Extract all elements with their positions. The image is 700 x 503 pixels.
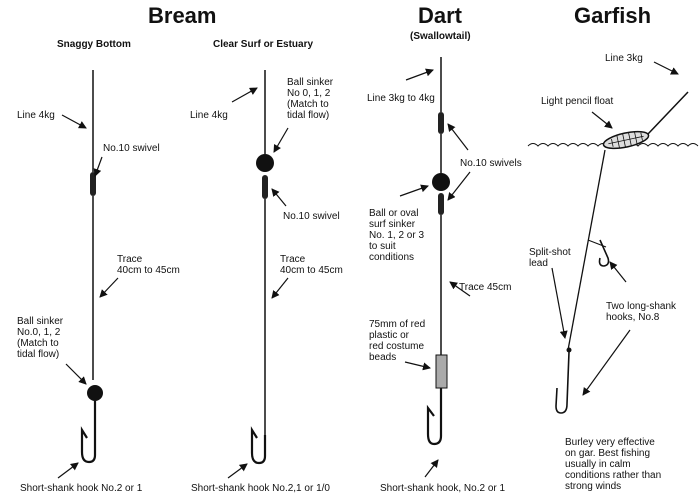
dart-title: Dart [418, 3, 463, 28]
garfish-leader [567, 149, 606, 351]
dart-swivel-upper [438, 112, 444, 134]
arrow-dart-sinker [399, 184, 429, 197]
arrow-dart-beads [404, 361, 431, 371]
arrow-snaggy-hook [57, 462, 79, 479]
bream-snaggy-hook [80, 401, 97, 464]
bream-snaggy-heading: Snaggy Bottom [57, 39, 131, 50]
arrow-dart-swivel-upper [447, 123, 469, 151]
garfish-hook-lower [555, 351, 570, 414]
bream-clear-hook [250, 426, 267, 465]
bream-snaggy-swivel-label: No.10 swivel [103, 143, 160, 154]
arrow-clear-trace [271, 277, 289, 299]
garfish-hooks-label: Two long-shank hooks, No.8 [606, 301, 677, 323]
arrow-dart-line [405, 68, 434, 81]
dart-sinker-label: Ball or oval surf sinker No. 1, 2 or 3 t… [369, 208, 425, 263]
split-shot [566, 347, 572, 353]
garfish-title: Garfish [574, 3, 652, 28]
bream-clear-line-label: Line 4kg [190, 110, 228, 121]
bream-clear-heading: Clear Surf or Estuary [213, 39, 314, 50]
arrow-garfish-shot [551, 267, 568, 339]
arrow-dart-trace [449, 281, 471, 297]
bream-snaggy-trace-label: Trace 40cm to 45cm [117, 254, 180, 276]
bream-title: Bream [148, 3, 217, 28]
arrow-dart-swivel-lower [447, 171, 471, 201]
bream-snaggy-rig [57, 70, 119, 479]
bream-snaggy-line-label: Line 4kg [17, 110, 55, 121]
bream-snaggy-sinker [87, 385, 103, 401]
dart-line-label: Line 3kg to 4kg [367, 93, 435, 104]
bream-clear-swivel-label: No.10 swivel [283, 211, 340, 222]
bream-clear-rig [227, 70, 289, 479]
dart-hook [426, 388, 443, 446]
dart-rig [399, 57, 471, 478]
arrow-clear-swivel [271, 188, 287, 207]
bream-clear-sinker-label: Ball sinker No 0, 1, 2 (Match to tidal f… [287, 77, 334, 121]
garfish-line-label: Line 3kg [605, 53, 643, 64]
garfish-shot-label: Split-shot lead [529, 247, 571, 269]
arrow-garfish-line [653, 61, 679, 75]
arrow-garfish-float [591, 111, 613, 129]
bream-snaggy-hook-label: Short-shank hook No.2 or 1 [20, 483, 143, 494]
arrow-garfish-hook-lower [582, 329, 631, 396]
garfish-note: Burley very effective on gar. Best fishi… [565, 437, 662, 492]
dart-swivels-label: No.10 swivels [460, 158, 522, 169]
arrow-dart-hook [424, 459, 439, 478]
garfish-float-label: Light pencil float [541, 96, 614, 107]
arrow-clear-line [231, 87, 258, 103]
dart-hook-label: Short-shank hook, No.2 or 1 [380, 483, 506, 494]
dart-trace-label: Trace 45cm [459, 282, 512, 293]
garfish-hook-upper [598, 239, 610, 267]
arrow-clear-hook [227, 463, 248, 479]
arrow-clear-sinker [273, 127, 289, 153]
garfish-line [647, 91, 689, 135]
bream-snaggy-sinker-label: Ball sinker No.0, 1, 2 (Match to tidal f… [17, 316, 64, 360]
bream-clear-trace-label: Trace 40cm to 45cm [280, 254, 343, 276]
bream-clear-swivel [262, 175, 268, 199]
dart-swivel-lower [438, 193, 444, 215]
arrow-snaggy-swivel [93, 156, 103, 177]
dart-beads-label: 75mm of red plastic or red costume beads [369, 319, 426, 363]
arrow-snaggy-line [61, 114, 87, 129]
arrow-snaggy-trace [99, 277, 119, 298]
bream-snaggy-swivel [90, 172, 96, 196]
arrow-garfish-hook-upper [609, 261, 627, 283]
dart-beads [435, 354, 448, 389]
garfish-rig [527, 61, 699, 414]
bream-clear-sinker [256, 154, 274, 172]
arrow-snaggy-sinker [65, 363, 87, 385]
dart-sinker [432, 173, 450, 191]
dart-subtitle: (Swallowtail) [410, 31, 471, 42]
bream-clear-hook-label: Short-shank hook No.2,1 or 1/0 [191, 483, 330, 494]
